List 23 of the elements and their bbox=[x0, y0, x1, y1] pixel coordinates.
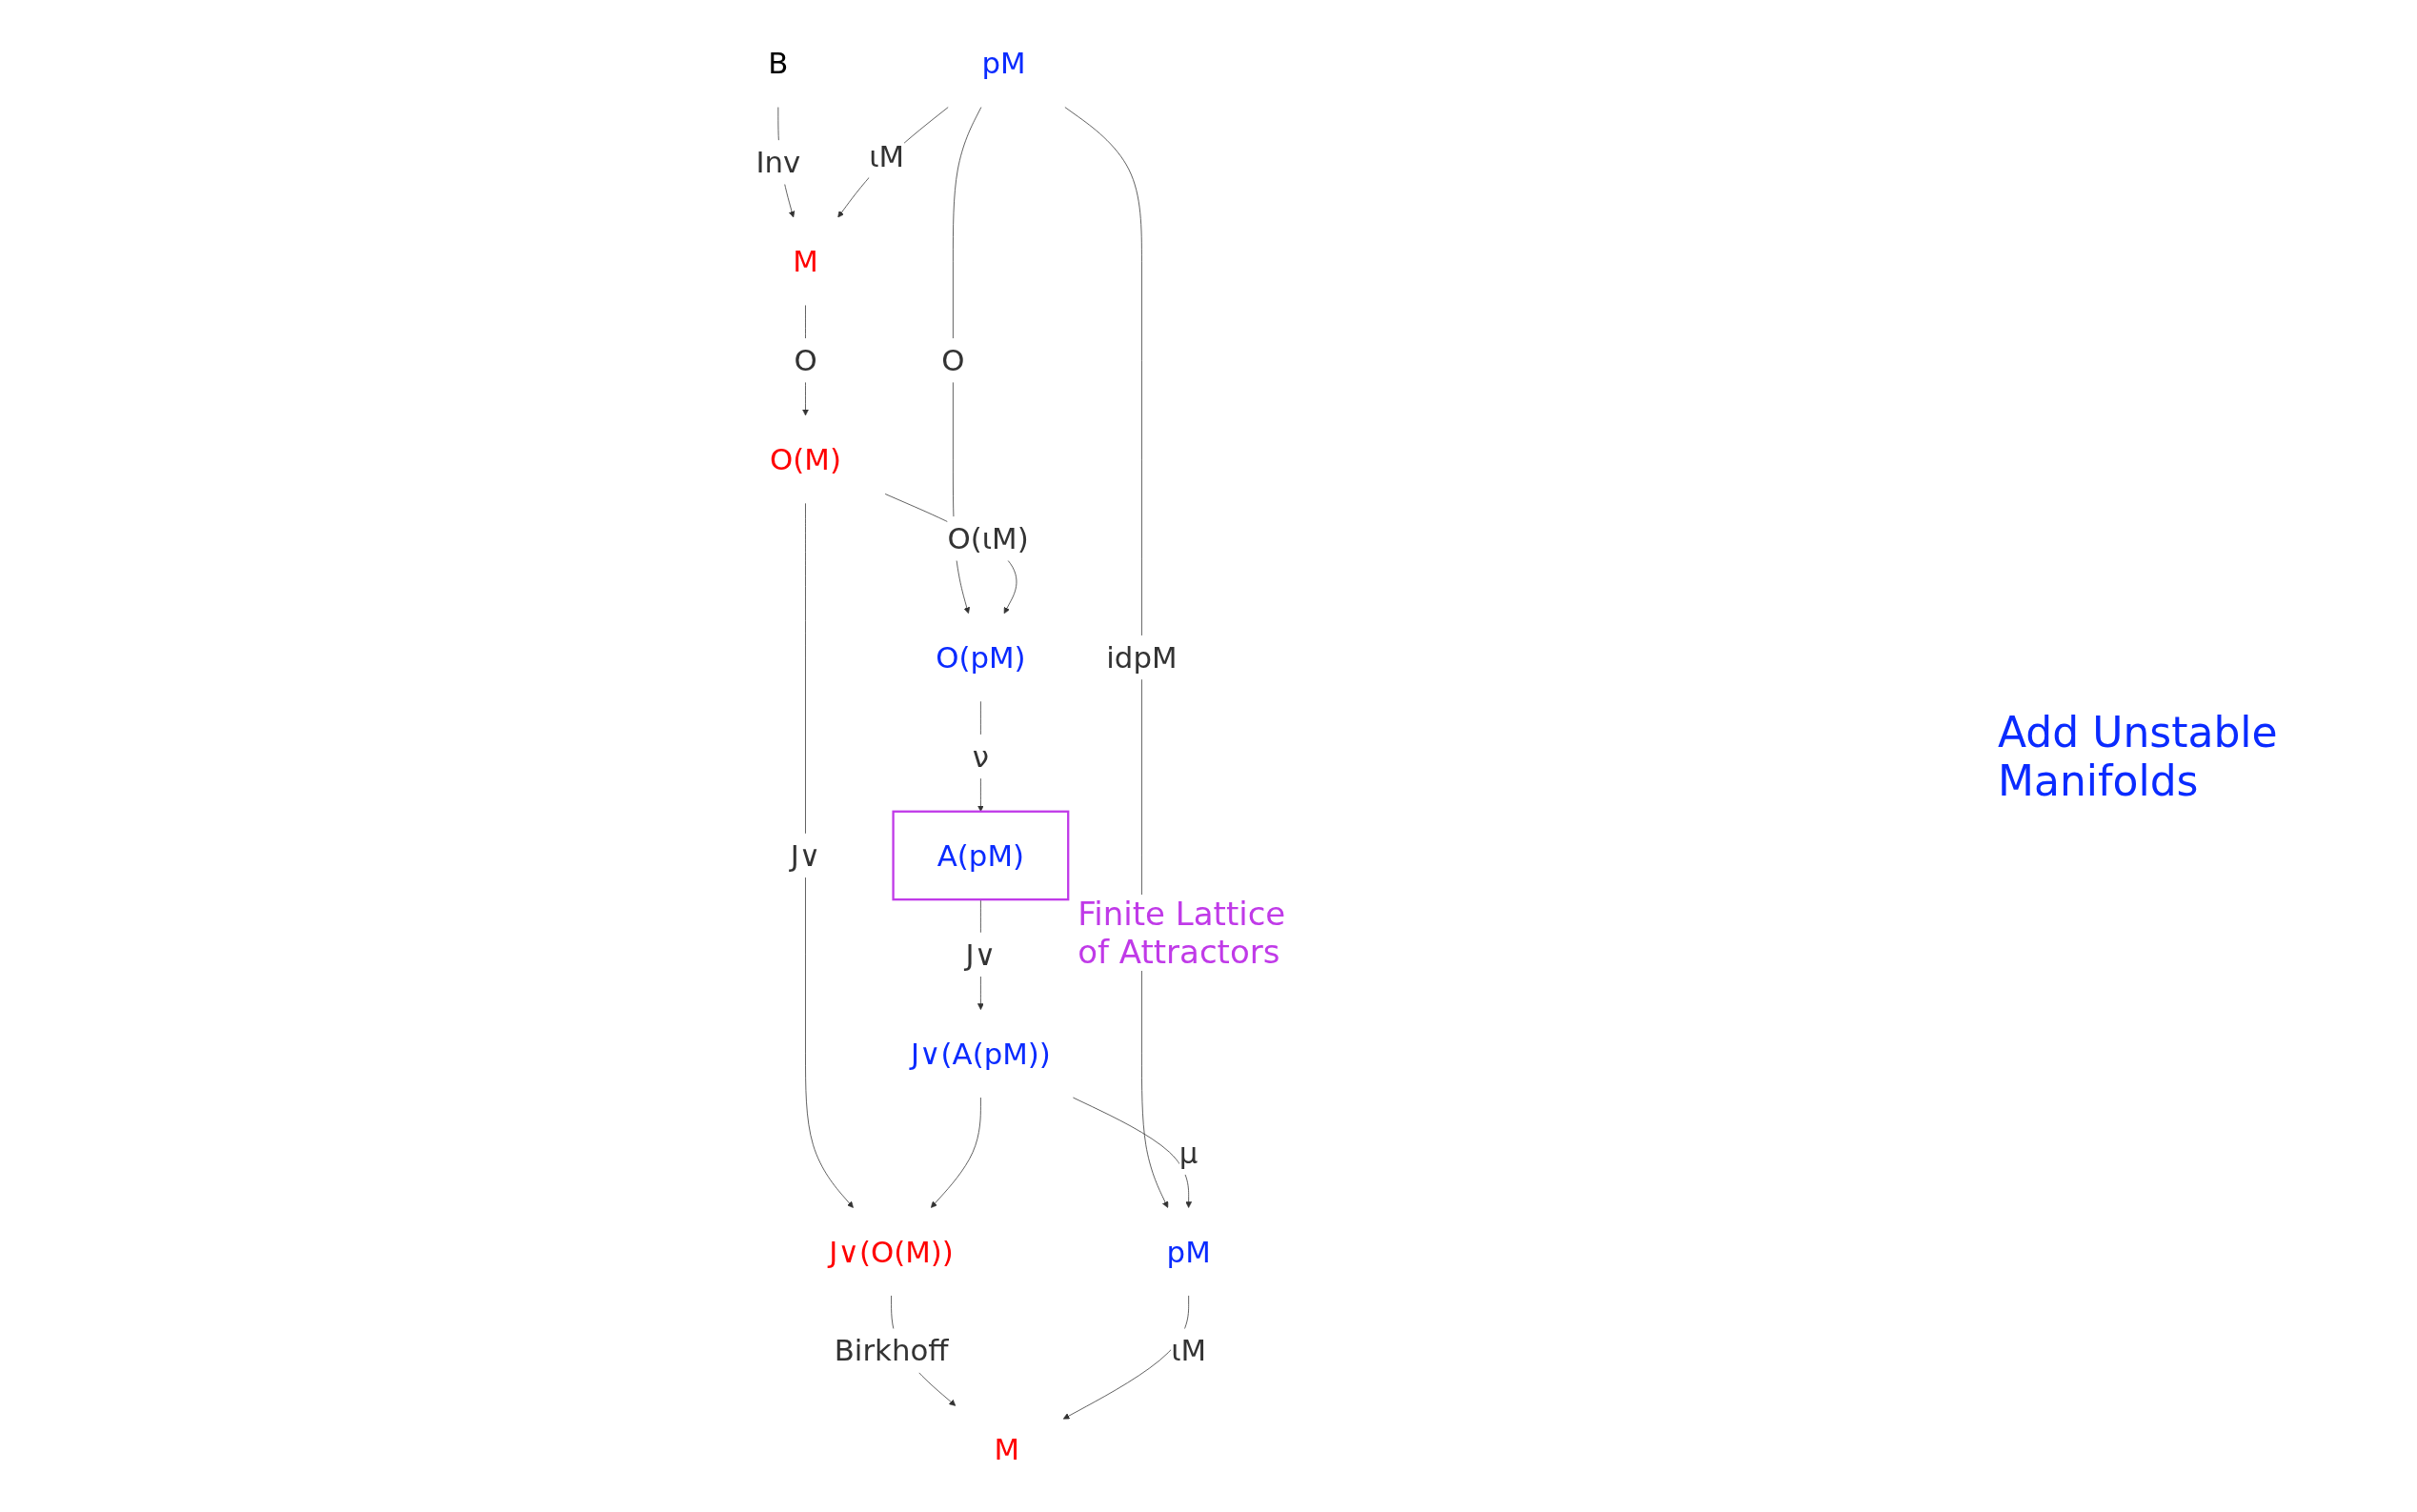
node-text: O(pM) bbox=[936, 639, 1026, 675]
edge-label: idpM bbox=[1106, 639, 1178, 675]
edge-label: O bbox=[794, 343, 817, 377]
edge-label: ιM bbox=[869, 138, 905, 172]
node-text: J∨(O(M)) bbox=[829, 1234, 954, 1268]
edge-label: μ bbox=[1178, 1135, 1198, 1169]
edge-label: O bbox=[941, 343, 965, 377]
edge-label: Birkhoff bbox=[834, 1333, 949, 1367]
node-box: A(pM) bbox=[892, 810, 1070, 900]
edge-label: J∨ bbox=[965, 937, 997, 972]
edge-label: ιM bbox=[1171, 1333, 1207, 1367]
node-text: pM bbox=[1166, 1234, 1211, 1268]
edge-label: O(ιM) bbox=[947, 521, 1029, 555]
edge-label: Inv bbox=[755, 145, 801, 179]
note-text: Add Unstable Manifolds bbox=[1998, 707, 2279, 805]
node-text: B bbox=[768, 46, 789, 80]
node-text: M bbox=[994, 1432, 1020, 1466]
edge-label: ν bbox=[972, 738, 989, 774]
node-text: pM bbox=[981, 46, 1026, 80]
edge-label: J∨ bbox=[790, 837, 821, 873]
node-text: O(M) bbox=[770, 441, 841, 476]
node-text: J∨(A(pM)) bbox=[910, 1036, 1051, 1071]
node-text: M bbox=[793, 244, 818, 278]
